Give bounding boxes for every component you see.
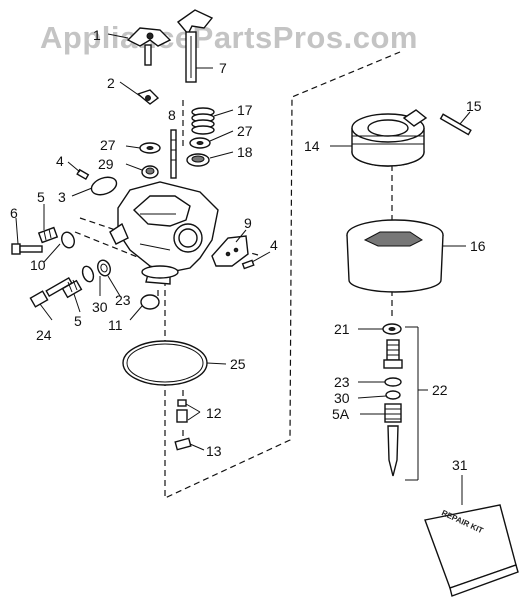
part-idle-screw xyxy=(170,129,177,179)
part-assembly-22 xyxy=(383,326,428,481)
callout-18: 18 xyxy=(237,144,253,160)
part-throttle-lever xyxy=(126,27,172,66)
part-needle-24 xyxy=(29,276,73,308)
part-repair-kit: REPAIR KIT xyxy=(424,475,519,597)
callout-5a: 5 xyxy=(37,189,45,205)
part-12 xyxy=(176,399,188,423)
callout-8: 8 xyxy=(168,107,176,123)
part-float-bowl xyxy=(351,109,428,167)
callout-16: 16 xyxy=(470,238,486,254)
part-screw-4a xyxy=(76,168,90,181)
callout-4a: 4 xyxy=(56,153,64,169)
part-washer-right xyxy=(189,137,211,149)
callout-14: 14 xyxy=(304,138,320,154)
part-13 xyxy=(174,437,192,451)
part-carburetor-body xyxy=(109,181,219,285)
callout-labels: 1 7 2 8 17 27 18 27 29 4 3 5 6 10 9 4 23… xyxy=(10,27,486,473)
part-screw-6 xyxy=(11,243,43,255)
callout-12: 12 xyxy=(206,405,222,421)
part-seal xyxy=(186,153,210,167)
part-oring-10 xyxy=(61,231,75,249)
part-washer-30a xyxy=(81,265,95,283)
callout-11: 11 xyxy=(108,317,123,333)
part-oring-23a xyxy=(97,259,111,277)
part-float-16 xyxy=(346,219,444,293)
part-screw-4b xyxy=(241,259,255,270)
part-choke-plate xyxy=(211,235,249,267)
callout-6: 6 xyxy=(10,205,18,221)
callout-13: 13 xyxy=(206,443,222,459)
part-spring-clip xyxy=(136,89,160,105)
part-needle-22 xyxy=(387,425,399,477)
part-seal-29 xyxy=(141,165,159,179)
callout-30a: 30 xyxy=(92,299,108,315)
callout-29: 29 xyxy=(98,156,114,172)
callout-7: 7 xyxy=(219,60,227,76)
part-spring-5a xyxy=(37,226,59,244)
callout-3: 3 xyxy=(58,189,66,205)
callout-17: 17 xyxy=(237,102,253,118)
part-spring xyxy=(191,107,215,135)
callout-30b: 30 xyxy=(334,390,350,406)
callout-9: 9 xyxy=(244,215,252,231)
part-pin-15 xyxy=(439,113,472,136)
part-spring-5b xyxy=(61,279,83,299)
part-plug-11 xyxy=(140,294,160,310)
leader-lines xyxy=(15,33,471,451)
callout-24: 24 xyxy=(36,327,52,343)
callout-25: 25 xyxy=(230,356,246,372)
part-throttle-plate xyxy=(90,176,118,196)
callout-5b: 5 xyxy=(74,313,82,329)
callout-31: 31 xyxy=(452,457,468,473)
callout-27b: 27 xyxy=(237,123,253,139)
part-oring-23b xyxy=(384,377,402,387)
callout-2: 2 xyxy=(107,75,115,91)
part-washer-left xyxy=(139,142,161,154)
part-washer-30b xyxy=(385,390,401,400)
callout-4b: 4 xyxy=(270,237,278,253)
callout-10: 10 xyxy=(30,257,46,273)
callout-15: 15 xyxy=(466,98,482,114)
part-washer-21 xyxy=(382,323,402,335)
callout-27a: 27 xyxy=(100,137,116,153)
part-gasket-25 xyxy=(122,340,208,386)
part-spring-5A xyxy=(384,403,402,423)
callout-21: 21 xyxy=(334,321,350,337)
callout-23a: 23 xyxy=(115,292,131,308)
watermark: AppliancePartsPros.com xyxy=(40,20,418,55)
part-choke-lever xyxy=(176,9,214,83)
callout-5A: 5A xyxy=(332,406,350,422)
callout-1: 1 xyxy=(93,27,101,43)
callout-22: 22 xyxy=(432,382,448,398)
callout-23b: 23 xyxy=(334,374,350,390)
